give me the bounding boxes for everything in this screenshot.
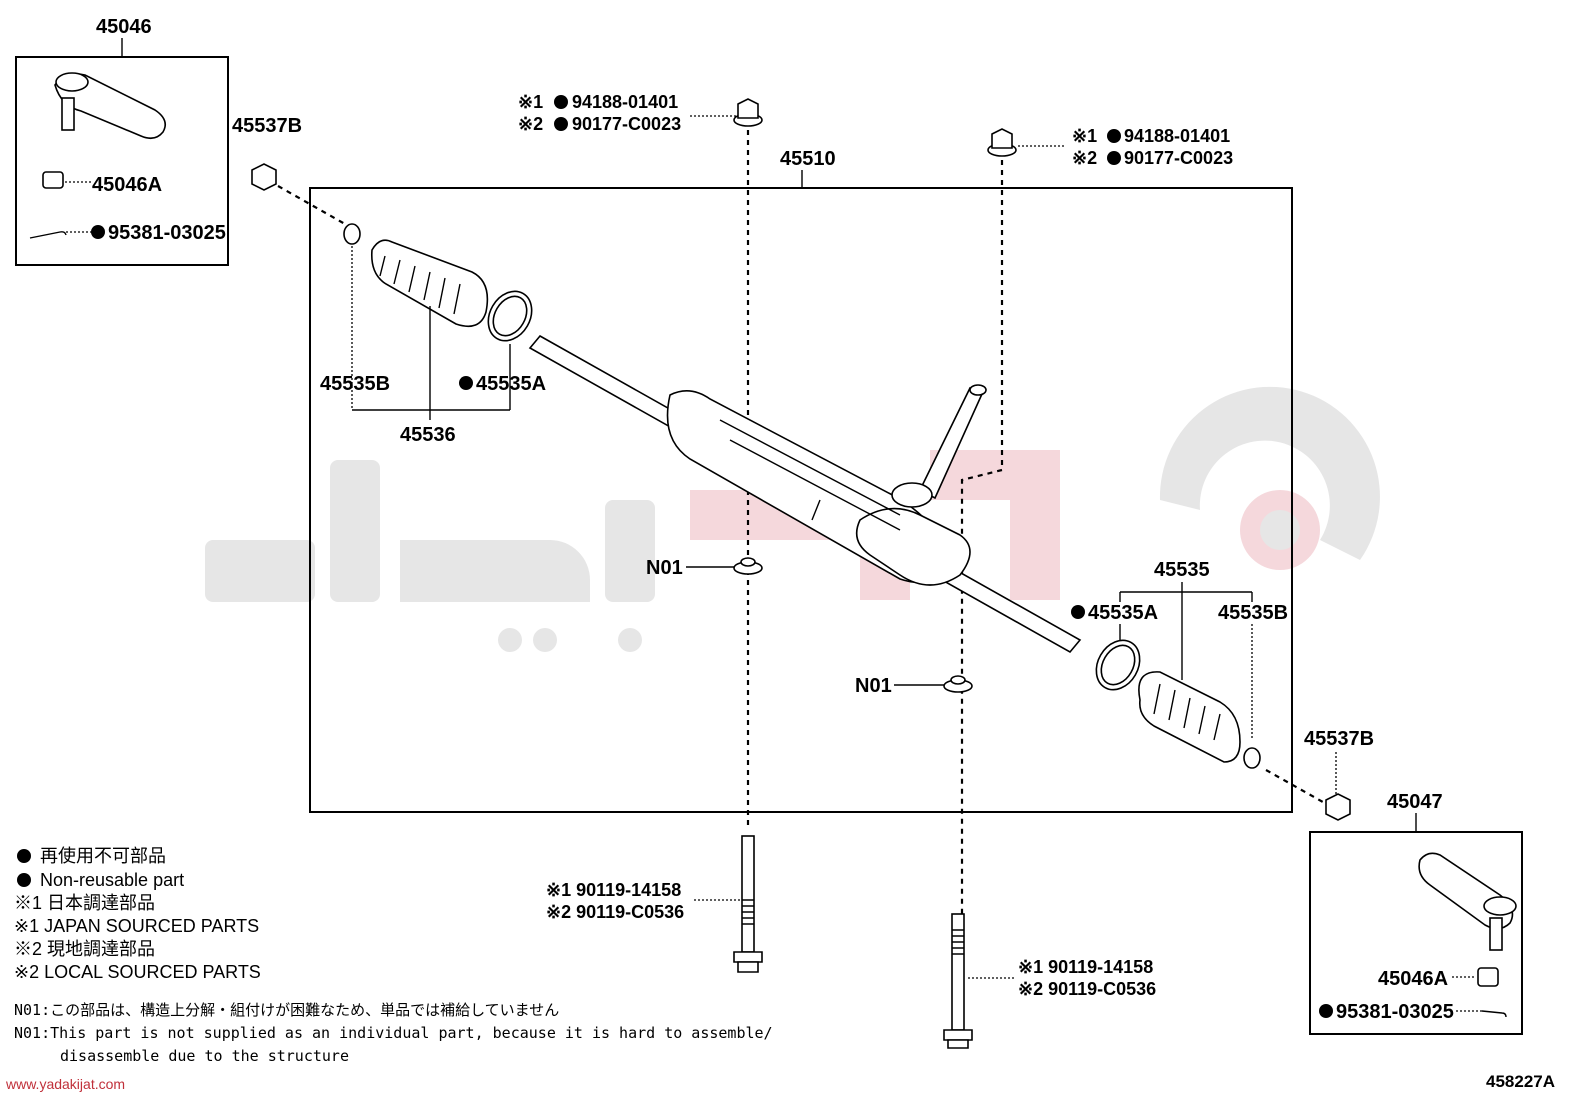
callout-45537B-left: 45537B: [232, 115, 302, 137]
legend-nonreusable-en: Non-reusable part: [40, 870, 184, 890]
lock-nut-right: [1325, 793, 1351, 821]
callout-45536: 45536: [400, 424, 456, 446]
code-94188-top-left: 94188-01401: [572, 92, 678, 112]
washer-left: [733, 557, 763, 575]
legend: 再使用不可部品 Non-reusable part ※1 日本調達部品 ※1 J…: [14, 846, 261, 982]
mark1-top-right: ※1: [1072, 126, 1097, 146]
callout-45535: 45535: [1154, 559, 1210, 581]
rack-assembly-box: [309, 187, 1293, 813]
mark2-top-right: ※2: [1072, 148, 1097, 168]
bolt-right-code-1: ※1 90119-14158: [1018, 957, 1153, 977]
code-90177-top-right: 90177-C0023: [1124, 148, 1233, 168]
clamp-left: [343, 223, 361, 245]
legend-mark2-jp: ※2 現地調達部品: [14, 939, 155, 959]
bolt-right: [943, 913, 973, 1049]
tie-rod-end-right: [1418, 852, 1517, 951]
callout-45537B-right: 45537B: [1304, 728, 1374, 750]
flange-nut-top-right: [987, 128, 1017, 157]
mark2-top-left: ※2: [518, 114, 543, 134]
tie-rod-end-left-box: [15, 56, 229, 266]
note-n01-en-line2: disassemble due to the structure: [60, 1047, 349, 1065]
flange-nut-top-left: [733, 98, 763, 127]
callout-45046A-right: 45046A: [1378, 968, 1448, 990]
steering-rack: [528, 334, 1082, 654]
callout-45047: 45047: [1387, 791, 1443, 813]
bolt-left-code-1: ※1 90119-14158: [546, 880, 681, 900]
legend-mark1-jp: ※1 日本調達部品: [14, 893, 155, 913]
callout-95381-left: 95381-03025: [108, 222, 226, 244]
note-n01-jp: N01:この部品は、構造上分解・組付けが困難なため、単品では補給していません: [14, 1001, 559, 1019]
cotter-pin-right: [1481, 1010, 1507, 1018]
nonreusable-dot: [91, 225, 105, 239]
callout-45535A-left: 45535A: [476, 373, 546, 395]
band-right: [1095, 639, 1141, 691]
band-left: [487, 290, 533, 342]
legend-mark1-en: ※1 JAPAN SOURCED PARTS: [14, 916, 259, 936]
legend-nonreusable-jp: 再使用不可部品: [40, 846, 166, 866]
lock-nut-left: [251, 163, 277, 191]
watermark-logo: [205, 386, 1380, 652]
clamp-right: [1243, 747, 1261, 769]
callout-95381-right: 95381-03025: [1336, 1001, 1454, 1023]
bolt-left-code-2: ※2 90119-C0536: [546, 902, 684, 922]
boot-right: [1138, 671, 1241, 763]
cotter-pin-left: [29, 231, 67, 239]
boot-left: [370, 239, 489, 328]
callout-45535B-left: 45535B: [320, 373, 390, 395]
diagram-code: 458227A: [1486, 1072, 1555, 1091]
callout-45046A-left: 45046A: [92, 174, 162, 196]
tie-rod-end-left: [54, 72, 166, 140]
callout-45046: 45046: [96, 16, 152, 38]
bolt-left: [733, 835, 763, 973]
bolt-right-code-2: ※2 90119-C0536: [1018, 979, 1156, 999]
callout-n01-right: N01: [855, 675, 892, 697]
note-n01-en-line1: N01:This part is not supplied as an indi…: [14, 1024, 773, 1042]
website-watermark: www.yadakijat.com: [5, 1076, 125, 1092]
callout-45535B-right: 45535B: [1218, 602, 1288, 624]
adjuster-left: [42, 171, 64, 189]
callout-45510: 45510: [780, 148, 836, 170]
washer-right: [943, 675, 973, 693]
legend-mark2-en: ※2 LOCAL SOURCED PARTS: [14, 962, 261, 982]
code-90177-top-left: 90177-C0023: [572, 114, 681, 134]
callout-n01-left: N01: [646, 557, 683, 579]
tie-rod-end-right-box: [1309, 831, 1523, 1035]
callout-45535A-right: 45535A: [1088, 602, 1158, 624]
n01-note: N01:この部品は、構造上分解・組付けが困難なため、単品では補給していません N…: [14, 1001, 773, 1065]
mark1-top-left: ※1: [518, 92, 543, 112]
adjuster-right: [1477, 967, 1499, 987]
code-94188-top-right: 94188-01401: [1124, 126, 1230, 146]
